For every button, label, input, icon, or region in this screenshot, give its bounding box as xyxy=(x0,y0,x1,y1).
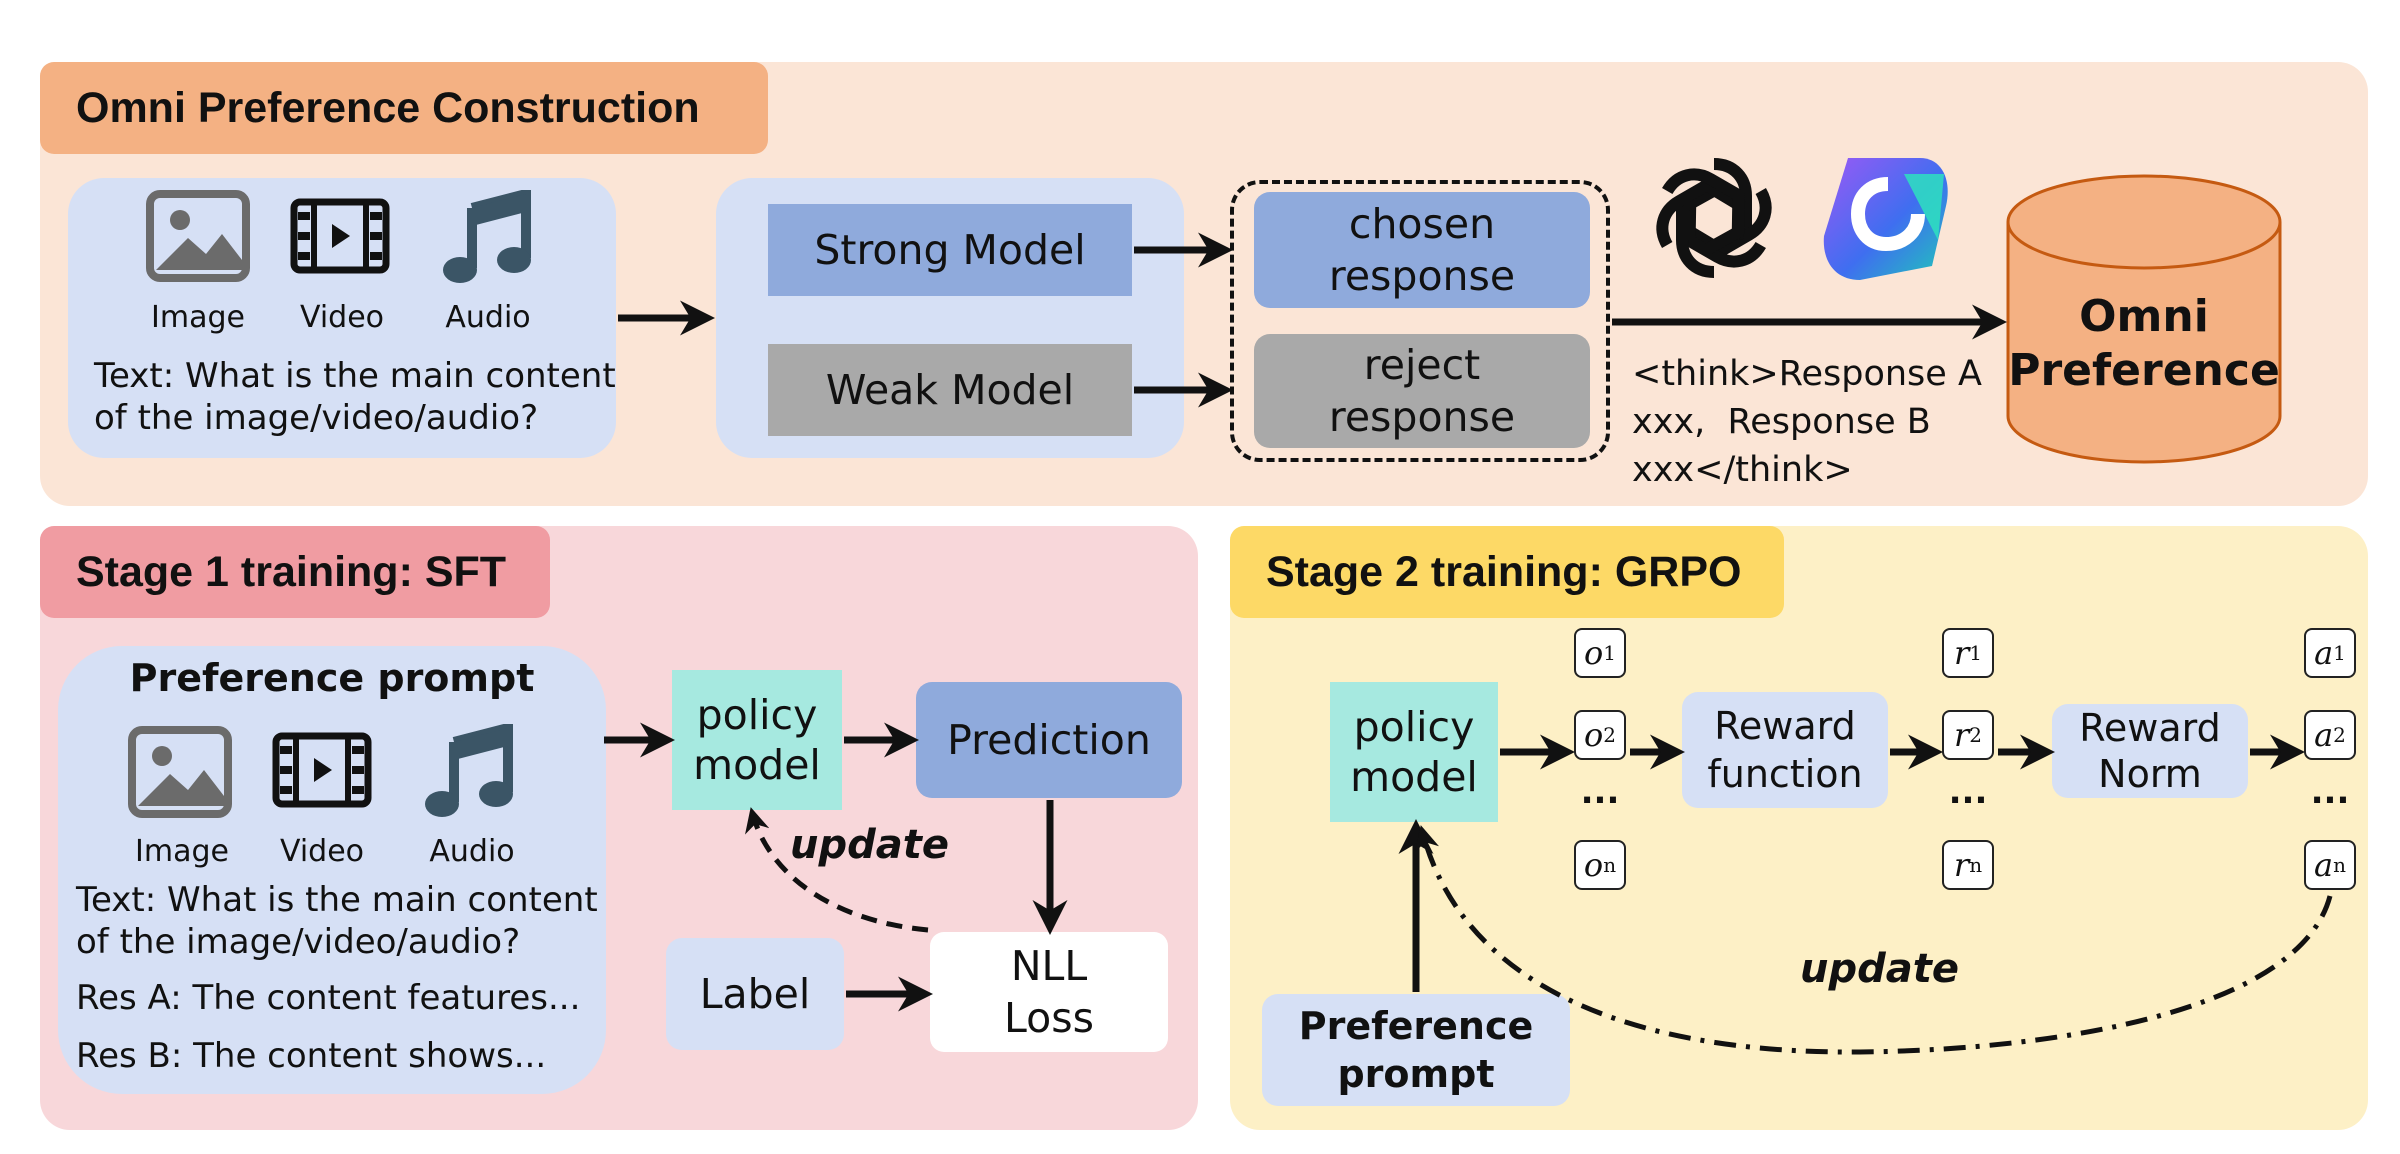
think-line1: <think>Response A xyxy=(1632,354,1982,394)
image-label: Image xyxy=(135,834,229,869)
reward-fn-line1: Reward xyxy=(1714,704,1856,748)
sym-a: a xyxy=(2314,634,2334,672)
sub-2: 2 xyxy=(1603,723,1616,747)
think-line3: xxx</think> xyxy=(1632,450,1853,490)
sym-o: o xyxy=(1584,716,1604,754)
label-box: Label xyxy=(666,938,844,1050)
sub-2: 2 xyxy=(1969,723,1983,747)
think-line2: xxx, Response B xyxy=(1632,402,1931,442)
stage2-preference-prompt: Preference prompt xyxy=(1262,994,1570,1106)
reward-ellipsis: ... xyxy=(1948,772,1988,812)
policy-line1: policy xyxy=(1353,703,1475,751)
preference-prompt-heading: Preference prompt xyxy=(129,656,535,700)
image-icon xyxy=(146,190,250,282)
omni-preference-database xyxy=(2006,174,2282,464)
sym-r: r xyxy=(1953,846,1970,884)
video-icon xyxy=(272,732,372,808)
database-line1: Omni xyxy=(2079,291,2209,342)
reject-line1: reject xyxy=(1363,341,1481,389)
sym-o: o xyxy=(1584,634,1604,672)
chosen-line2: response xyxy=(1328,252,1516,300)
arrow-stage1-update xyxy=(745,807,929,933)
database-line2: Preference xyxy=(2008,345,2280,396)
video-icon xyxy=(290,198,390,274)
strong-model-box: Strong Model xyxy=(768,204,1132,296)
reward-norm-box: Reward Norm xyxy=(2052,704,2248,798)
sym-a: a xyxy=(2314,846,2334,884)
openai-logo xyxy=(1656,158,1772,278)
video-label: Video xyxy=(299,300,385,335)
response-group xyxy=(1230,180,1610,462)
prompt-text-line2: of the image/video/audio? xyxy=(76,922,521,962)
stage1-policy-model: policy model xyxy=(672,670,842,810)
audio-icon xyxy=(443,190,531,283)
audio-icon xyxy=(425,724,513,817)
weak-model-box: Weak Model xyxy=(768,344,1132,436)
input-text-line2: of the image/video/audio? xyxy=(94,398,539,438)
sym-r: r xyxy=(1953,634,1970,672)
stage2-title: Stage 2 training: GRPO xyxy=(1230,526,1784,618)
loss-line1: NLL xyxy=(1010,942,1088,990)
prediction-box: Prediction xyxy=(916,682,1182,798)
reject-response-box: reject response xyxy=(1254,334,1590,448)
policy-line2: model xyxy=(1350,753,1478,801)
gemini-like-logo xyxy=(1823,158,1948,280)
loss-line2: Loss xyxy=(1004,994,1094,1042)
stage1-title: Stage 1 training: SFT xyxy=(40,526,550,618)
prompt-line1: Preference xyxy=(1298,1004,1534,1048)
audio-label: Audio xyxy=(445,300,531,335)
sub-n: n xyxy=(1603,853,1617,877)
nll-loss-box: NLL Loss xyxy=(930,932,1168,1052)
stage2-update-label: update xyxy=(1800,946,1959,992)
res-b-text: Res B: The content shows... xyxy=(76,1036,547,1076)
sym-r: r xyxy=(1953,716,1970,754)
reward-norm-line2: Norm xyxy=(2098,752,2202,796)
sub-n: n xyxy=(2333,853,2346,877)
sub-1: 1 xyxy=(1969,641,1983,665)
stage2-policy-model: policy model xyxy=(1330,682,1498,822)
database-label: Omni Preference xyxy=(2004,284,2284,404)
stage1-update-label: update xyxy=(790,822,949,868)
sub-1: 1 xyxy=(2333,641,2346,665)
sym-a: a xyxy=(2314,716,2334,754)
res-a-text: Res A: The content features... xyxy=(76,978,581,1018)
audio-label: Audio xyxy=(429,834,515,869)
prompt-line2: prompt xyxy=(1337,1052,1495,1096)
reward-fn-line2: function xyxy=(1707,752,1863,796)
image-label: Image xyxy=(151,300,245,335)
chosen-line1: chosen xyxy=(1348,200,1496,248)
image-icon xyxy=(128,726,232,818)
preference-prompt-box xyxy=(58,646,606,1094)
reject-line2: response xyxy=(1328,393,1516,441)
chosen-response-box: chosen response xyxy=(1254,192,1590,308)
advantage-ellipsis: ... xyxy=(2310,772,2350,812)
arrow-stage2-update xyxy=(1414,825,2333,1055)
sub-n: n xyxy=(1969,853,1983,877)
sub-1: 1 xyxy=(1603,641,1616,665)
output-ellipsis: ... xyxy=(1580,772,1620,812)
reward-norm-line1: Reward xyxy=(2079,706,2221,750)
video-label: Video xyxy=(279,834,365,869)
policy-line1: policy xyxy=(696,691,818,739)
sub-2: 2 xyxy=(2333,723,2346,747)
input-text-line1: Text: What is the main content xyxy=(94,356,616,396)
sym-o: o xyxy=(1583,846,1604,884)
prompt-text-line1: Text: What is the main content xyxy=(76,880,598,920)
policy-line2: model xyxy=(693,741,821,789)
omni-preference-title: Omni Preference Construction xyxy=(40,62,768,154)
reward-function-box: Reward function xyxy=(1682,692,1888,808)
